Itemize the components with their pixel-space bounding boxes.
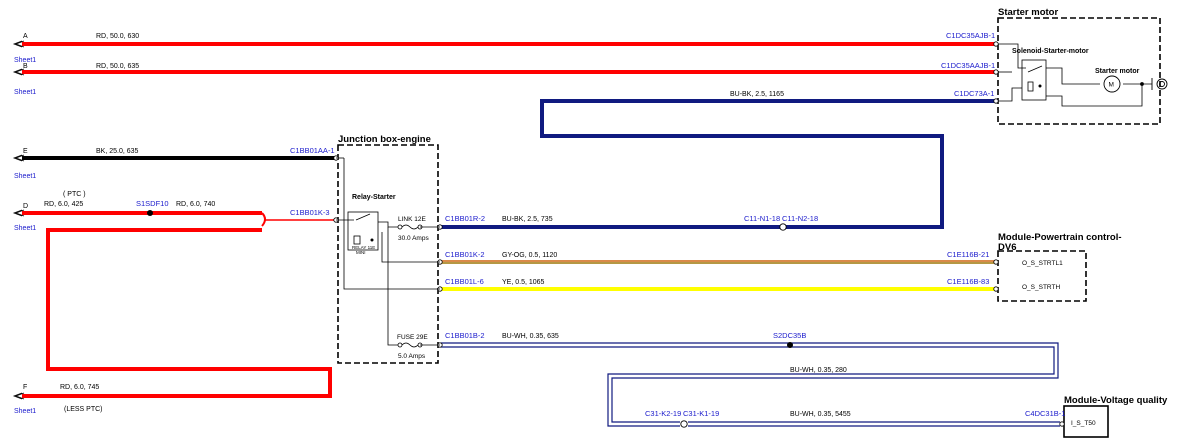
- link-rating: 30.0 Amps: [398, 235, 429, 242]
- connector-c1bb01l6[interactable]: C1BB01L-6: [445, 277, 484, 286]
- connector-c1bb01r2[interactable]: C1BB01R-2: [445, 214, 485, 223]
- connector-c1dc35ajb[interactable]: C1DC35AJB-1: [946, 31, 995, 40]
- connector-c1bb01aa[interactable]: C1BB01AA-1: [290, 146, 335, 155]
- offpage-d-letter: D: [23, 203, 28, 210]
- splice-dot-s1sdf10: [147, 210, 153, 216]
- offpage-f-sheet[interactable]: Sheet1: [14, 408, 36, 415]
- wire-f-label: RD, 6.0, 745: [60, 384, 99, 391]
- wire-a-label: RD, 50.0, 630: [96, 33, 139, 40]
- splice-s1sdf10[interactable]: S1SDF10: [136, 199, 169, 208]
- wire-d1-note: ( PTC ): [63, 191, 86, 198]
- inline-connectors: [680, 223, 787, 428]
- offpage-b-letter: B: [23, 63, 28, 70]
- splice-dot-s2dc35b: [787, 342, 793, 348]
- wire-c-label: BU-BK, 2.5, 1165: [730, 91, 784, 98]
- connector-c1e116b83[interactable]: C1E116B-83: [947, 277, 989, 286]
- solenoid-title: Solenoid-Starter-motor: [1012, 48, 1089, 55]
- wire-c1dc73a[interactable]: [540, 99, 995, 229]
- offpage-e-sheet[interactable]: Sheet1: [14, 173, 36, 180]
- fuse-label: FUSE 29E: [397, 334, 428, 341]
- pcm-title-line1: Module-Powertrain control-: [998, 232, 1122, 243]
- offpage-arrows: [12, 40, 25, 400]
- pcm-module-box[interactable]: [997, 250, 1087, 302]
- offpage-a-sheet[interactable]: Sheet1: [14, 57, 36, 64]
- wire-k1-label: BU-WH, 0.35, 5455: [790, 411, 851, 418]
- relay-sub2: MINI: [356, 250, 366, 255]
- wire-bu-wh[interactable]: [441, 342, 1060, 427]
- wire-s2-label: BU-WH, 0.35, 280: [790, 367, 847, 374]
- relay-title: Relay-Starter: [352, 194, 396, 201]
- fuse-29e[interactable]: [397, 342, 423, 348]
- connector-c1dc73a[interactable]: C1DC73A-1: [954, 89, 994, 98]
- link-12e[interactable]: [397, 224, 423, 230]
- fuse-rating: 5.0 Amps: [398, 353, 426, 360]
- solenoid-starter-motor[interactable]: [1021, 59, 1047, 101]
- offpage-a-letter: A: [23, 33, 28, 40]
- junction-internal-wiring: [336, 157, 440, 346]
- pcm-pin-strth: O_S_STRTH: [1022, 284, 1060, 291]
- splice-s2dc35b[interactable]: S2DC35B: [773, 331, 806, 340]
- connector-c1bb01k3[interactable]: C1BB01K-3: [290, 208, 330, 217]
- wire-e-label: BK, 25.0, 635: [96, 148, 139, 155]
- junction-box-title: Junction box-engine: [338, 134, 431, 145]
- svg-text:M: M: [1109, 82, 1114, 89]
- starter-motor-label: Starter motor: [1095, 68, 1140, 75]
- voltage-quality-module-box[interactable]: [1063, 405, 1109, 438]
- connector-c4dc31b1[interactable]: C4DC31B-1: [1025, 409, 1065, 418]
- offpage-f-letter: F: [23, 384, 27, 391]
- connector-c11n218[interactable]: C11-N2-18: [782, 214, 818, 223]
- wire-d1-label: RD, 6.0, 425: [44, 201, 83, 208]
- connector-c31k219[interactable]: C31-K2-19: [645, 409, 681, 418]
- offpage-e-letter: E: [23, 148, 28, 155]
- wire-f-note: (LESS PTC): [64, 406, 103, 413]
- starter-motor-title: Starter motor: [998, 7, 1058, 18]
- wire-f[interactable]: [22, 228, 332, 398]
- pcm-title-line2: DV6: [998, 242, 1016, 253]
- wire-k2-label: GY-OG, 0.5, 1120: [502, 252, 557, 259]
- voltage-quality-title: Module-Voltage quality: [1064, 395, 1168, 406]
- connector-c1bb01k2[interactable]: C1BB01K-2: [445, 250, 485, 259]
- wire-l6-label: YE, 0.5, 1065: [502, 279, 545, 286]
- connector-c1dc35aajb[interactable]: C1DC35AAJB-1: [941, 61, 995, 70]
- connector-pins: [333, 41, 1065, 427]
- motor-icon[interactable]: M: [1103, 75, 1121, 93]
- link-label: LINK 12E: [398, 216, 426, 223]
- wire-r2-label: BU-BK, 2.5, 735: [502, 216, 553, 223]
- connector-c31k119[interactable]: C31-K1-19: [683, 409, 719, 418]
- offpage-b-sheet[interactable]: Sheet1: [14, 89, 36, 96]
- vq-pin-t50: I_S_T50: [1071, 420, 1096, 427]
- connector-c11n118[interactable]: C11-N1-18: [744, 214, 780, 223]
- ground-terminal-icon: [1151, 78, 1168, 90]
- relay-starter[interactable]: [347, 211, 379, 251]
- relay-sub: RELAY 11E: [352, 245, 375, 250]
- wire-d2-label: RD, 6.0, 740: [176, 201, 215, 208]
- junction-box-engine[interactable]: [337, 144, 439, 364]
- pcm-pin-strtl1: O_S_STRTL1: [1022, 260, 1063, 267]
- connector-c1e116b21[interactable]: C1E116B-21: [947, 250, 989, 259]
- wire-b2-label: BU-WH, 0.35, 635: [502, 333, 559, 340]
- wire-b-label: RD, 50.0, 635: [96, 63, 139, 70]
- offpage-d-sheet[interactable]: Sheet1: [14, 225, 36, 232]
- connector-c1bb01b2[interactable]: C1BB01B-2: [445, 331, 485, 340]
